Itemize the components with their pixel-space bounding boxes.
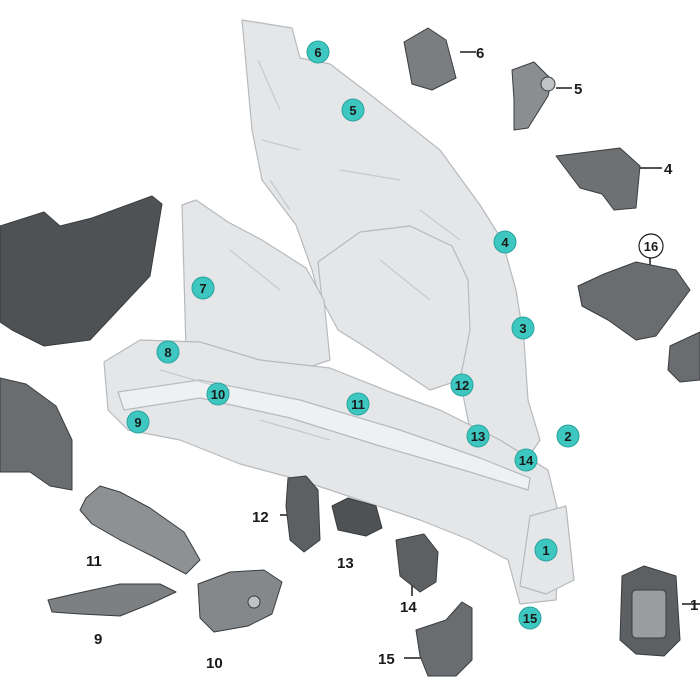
badge-6-label: 6 [314,45,321,60]
badge-7: 7 [191,276,215,300]
badge-8-label: 8 [164,345,171,360]
badge-14: 14 [514,448,538,472]
badge-2: 2 [556,424,580,448]
callout-5: 5 [574,81,582,98]
callout-6: 6 [476,45,484,62]
part-6-bracket [403,27,457,91]
badge-5-label: 5 [349,103,356,118]
badge-11-label: 11 [351,397,365,412]
exploded-parts [0,27,700,677]
callout-16: 16 [644,239,658,254]
badge-1-label: 1 [542,543,549,558]
rail-top-edge [117,379,531,491]
badge-6: 6 [306,40,330,64]
callout-9: 9 [94,631,102,648]
badge-7-label: 7 [199,281,206,296]
part-4-bracket [555,147,641,211]
part-1-opening [631,589,667,639]
part-callout-group: 6 5 4 16 11 12 13 14 9 10 15 1 [86,45,698,672]
badge-9-label: 9 [134,415,141,430]
part-left-shield [0,195,163,347]
badge-5: 5 [341,98,365,122]
badge-13: 13 [466,424,490,448]
pillar-detail-lines [159,59,461,441]
part-10-hole [247,595,261,609]
part-left-lower [0,377,73,491]
strut-tower [317,225,471,391]
badge-11: 11 [346,392,370,416]
longitudinal-rail [103,339,561,605]
callout-1: 1 [690,597,698,614]
assembly-badge-group: 6 5 4 3 7 8 10 9 [126,40,580,630]
badge-12: 12 [450,373,474,397]
badge-9: 9 [126,410,150,434]
part-12-bracket [285,475,321,553]
badge-4-label: 4 [501,235,509,250]
badge-15: 15 [518,606,542,630]
callout-4: 4 [664,161,673,178]
badge-13-label: 13 [471,429,485,444]
badge-8: 8 [156,340,180,364]
part-5-pin [540,76,556,92]
part-5-bracket [511,61,553,131]
part-14-bracket [395,533,439,593]
callout-14: 14 [400,599,417,616]
callout-12: 12 [252,509,269,526]
badge-14-label: 14 [519,453,534,468]
callout-11: 11 [86,553,102,570]
badge-1: 1 [534,538,558,562]
badge-12-label: 12 [455,378,469,393]
badge-3-label: 3 [519,321,526,336]
badge-10: 10 [206,382,230,406]
badge-3: 3 [511,316,535,340]
main-assembly [103,19,575,605]
part-15-bracket [415,601,473,677]
badge-10-label: 10 [211,387,225,402]
badge-4: 4 [493,230,517,254]
callout-16-ring: 16 [638,233,664,259]
callout-15: 15 [378,651,395,668]
part-16-bracket [577,261,691,341]
part-right-small [667,331,700,383]
part-13-block [331,497,383,537]
part-10-bracket [197,569,283,633]
callout-10: 10 [206,655,223,672]
callout-13: 13 [337,555,354,572]
badge-15-label: 15 [523,611,537,626]
part-9-panel [47,583,177,617]
badge-2-label: 2 [564,429,571,444]
part-11-panel [79,485,201,575]
